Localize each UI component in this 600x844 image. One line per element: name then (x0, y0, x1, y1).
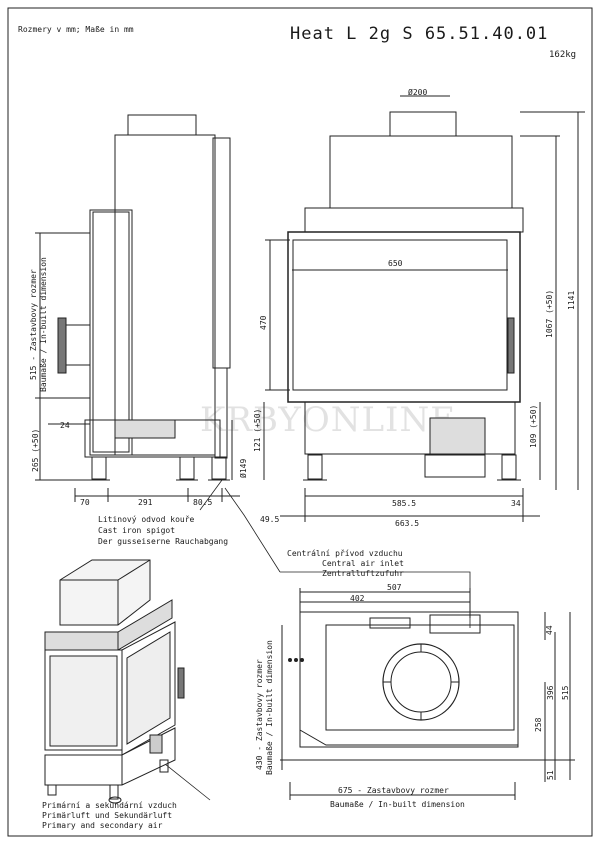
callout-air-2: Central air inlet (322, 559, 404, 568)
dim-396: 396 (546, 685, 555, 700)
dim-24: 24 (60, 421, 70, 430)
isometric-view (44, 559, 185, 804)
dim-149: Ø149 (238, 459, 248, 478)
dim-675-de: Baumaße / In-built dimension (330, 800, 465, 809)
weight-label: 162kg (549, 50, 577, 60)
dim-402: 402 (350, 594, 365, 603)
dim-121: 121 (+50) (253, 409, 262, 452)
dim-44: 44 (545, 625, 554, 635)
watermark: KRBYONLINE (200, 400, 457, 440)
dim-51: 51 (546, 770, 555, 780)
dim-515-plan: 515 (561, 685, 570, 700)
front-flue (389, 111, 457, 137)
dim-flue-diameter: Ø200 (408, 87, 427, 97)
dim-34: 34 (511, 499, 521, 508)
callout-spigot-2: Cast iron spigot (98, 526, 175, 535)
side-flue (127, 114, 197, 136)
dim-49-5: 49.5 (260, 515, 279, 524)
dim-470: 470 (259, 315, 268, 330)
side-view (35, 114, 240, 502)
dim-585-5: 585.5 (392, 499, 416, 508)
model-title: Heat L 2g S 65.51.40.01 (290, 24, 549, 44)
front-view (263, 95, 585, 522)
callout-primary-3: Primary and secondary air (42, 821, 163, 830)
dim-side-builtin-de: Baumaße / In-built dimension (39, 257, 48, 392)
callout-air-1: Centrální přívod vzduchu (287, 549, 403, 558)
dim-430: 430 - Zastavbovy rozmer (255, 659, 264, 770)
dim-109: 109 (+50) (529, 405, 538, 448)
dim-1067: 1067 (+50) (545, 290, 554, 338)
dim-side-builtin: 515 - Zastavbovy rozmer (29, 269, 38, 380)
units-note: Rozmery v mm; Maße in mm (18, 25, 134, 34)
leader-lines (159, 479, 471, 801)
dim-650: 650 (388, 259, 403, 268)
callout-primary-2: Primärluft und Sekundärluft (42, 811, 172, 820)
dim-1141: 1141 (567, 291, 576, 310)
dim-675: 675 - Zastavbovy rozmer (338, 786, 449, 795)
callout-primary-1: Primární a sekundární vzduch (42, 801, 177, 810)
plan-view (280, 588, 575, 800)
callout-spigot-3: Der gusseiserne Rauchabgang (98, 537, 228, 546)
dim-291: 291 (138, 498, 153, 507)
callout-spigot-1: Litinový odvod kouře (98, 515, 195, 524)
dim-258: 258 (534, 717, 543, 732)
dim-430-de: Baumaße / In-built dimension (265, 640, 274, 775)
dim-leg-265: 265 (+50) (31, 429, 40, 472)
sheet-border (7, 7, 593, 837)
callout-air-3: Zentralluftzufuhr (322, 569, 404, 578)
dim-507: 507 (387, 583, 402, 592)
dim-70: 70 (80, 498, 90, 507)
dim-663-5: 663.5 (395, 519, 419, 528)
dim-80-5: 80.5 (193, 498, 212, 507)
